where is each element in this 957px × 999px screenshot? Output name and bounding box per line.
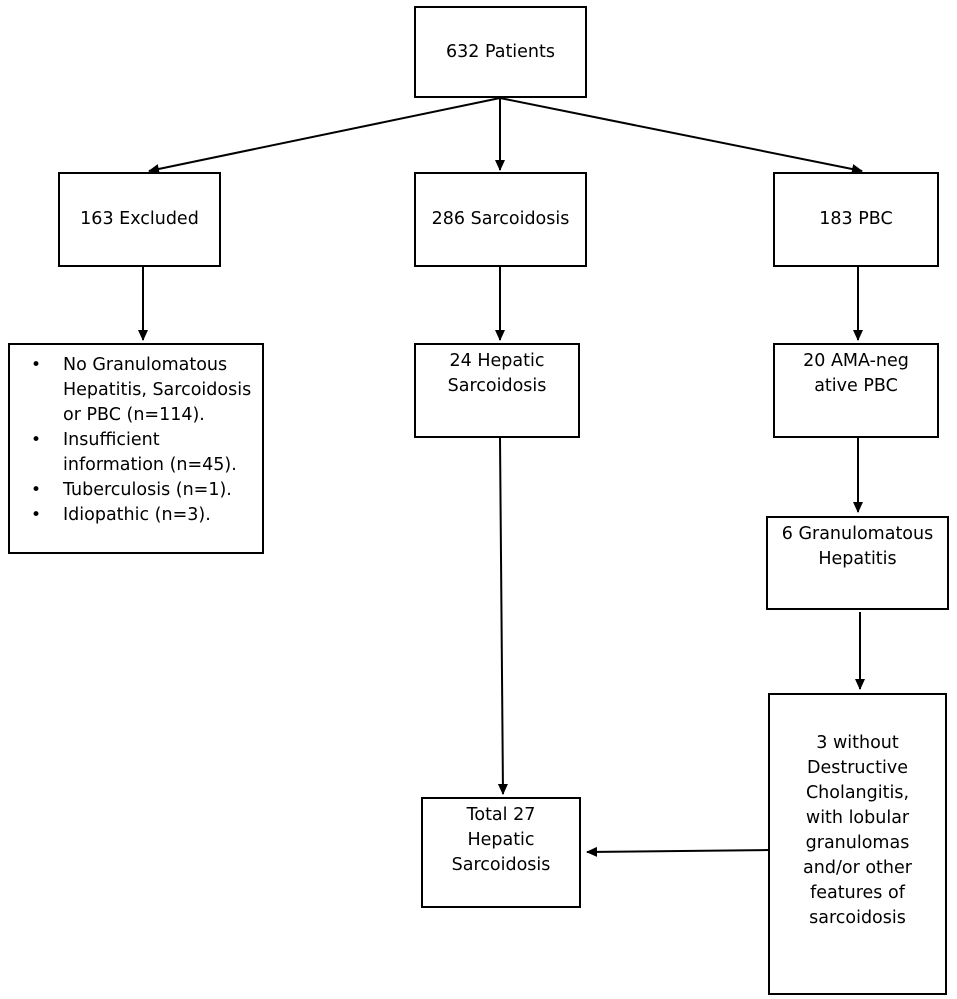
arrow-hepatic-to-total	[497, 437, 508, 795]
arrow-root-to-pbc	[499, 97, 863, 174]
node-163-excluded: 163 Excluded	[58, 172, 221, 267]
arrow-root-to-excluded	[148, 97, 501, 174]
node-183-pbc-label: 183 PBC	[819, 209, 893, 229]
list-item: No Granulomatous Hepatitis, Sarcoidosis …	[22, 353, 252, 428]
node-163-excluded-label: 163 Excluded	[80, 209, 199, 229]
node-632-patients: 632 Patients	[414, 6, 587, 98]
node-24-hepatic-sarcoidosis: 24 Hepatic Sarcoidosis	[414, 343, 580, 438]
node-286-sarcoidosis: 286 Sarcoidosis	[414, 172, 587, 267]
node-total-27-hepatic-sarcoidosis-label: Total 27 Hepatic Sarcoidosis	[451, 805, 551, 875]
node-20-ama-negative-pbc: 20 AMA-negative PBC	[773, 343, 939, 438]
list-item: Insufficient information (n=45).	[22, 428, 252, 478]
node-632-patients-label: 632 Patients	[445, 41, 556, 62]
node-20-ama-negative-pbc-label: 20 AMA-negative PBC	[803, 351, 909, 396]
node-183-pbc: 183 PBC	[773, 172, 939, 267]
node-exclusion-reasons: No Granulomatous Hepatitis, Sarcoidosis …	[8, 343, 264, 554]
node-286-sarcoidosis-label: 286 Sarcoidosis	[431, 209, 570, 229]
node-24-hepatic-sarcoidosis-label: 24 Hepatic Sarcoidosis	[447, 351, 547, 396]
node-6-granulomatous-hepatitis-label: 6 Granulomatous Hepatitis	[781, 524, 934, 569]
arrow-without-cholangitis-to-total	[586, 846, 770, 857]
node-6-granulomatous-hepatitis: 6 Granulomatous Hepatitis	[766, 516, 949, 610]
list-item: Tuberculosis (n=1).	[22, 478, 252, 503]
node-3-without-destructive-cholangitis-label: 3 without Destructive Cholangitis, with …	[803, 733, 912, 928]
node-3-without-destructive-cholangitis: 3 without Destructive Cholangitis, with …	[768, 693, 947, 995]
exclusion-reasons-list: No Granulomatous Hepatitis, Sarcoidosis …	[22, 353, 252, 528]
node-total-27-hepatic-sarcoidosis: Total 27 Hepatic Sarcoidosis	[421, 797, 581, 908]
list-item: Idiopathic (n=3).	[22, 503, 252, 528]
